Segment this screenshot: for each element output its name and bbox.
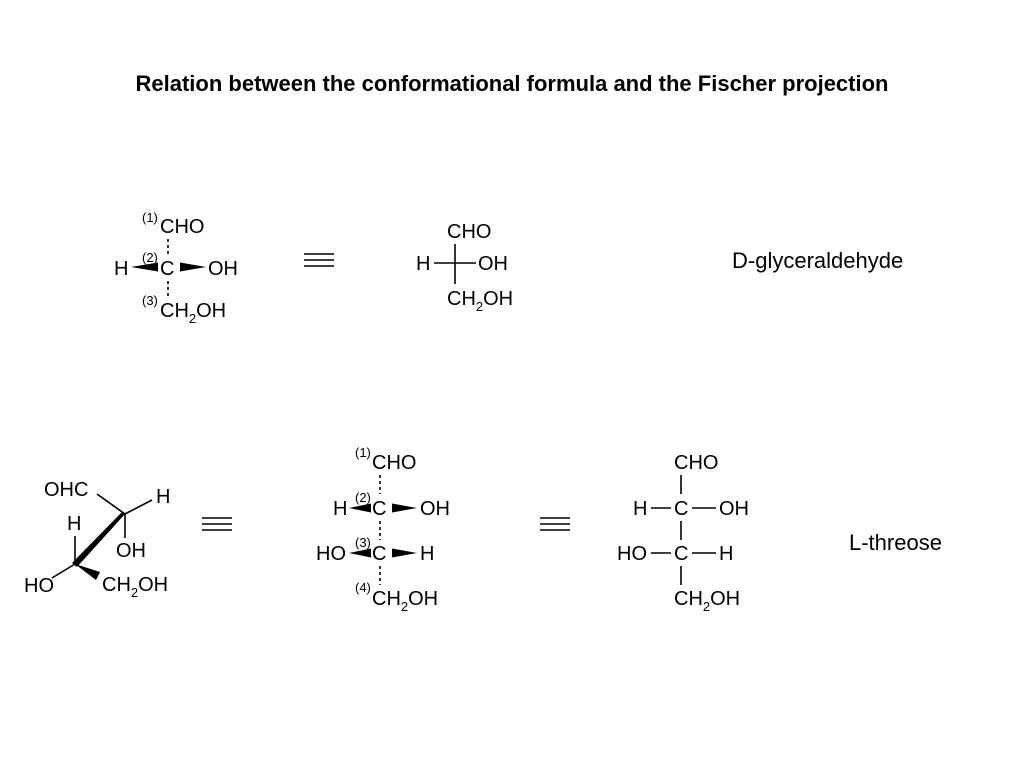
atom-c3: C — [372, 543, 386, 565]
wedge-bond-c2-c3 — [72, 512, 125, 567]
glyceraldehyde-fischer: CHO H OH CH2OH — [416, 221, 513, 314]
locant-4: (4) — [355, 580, 371, 595]
atom-c3: C — [674, 543, 688, 565]
group-oh: OH — [478, 253, 508, 275]
group-ch2oh: CH2OH — [447, 288, 513, 314]
group-cho: CHO — [372, 452, 416, 474]
page-title: Relation between the conformational form… — [135, 71, 889, 96]
locant-1: (1) — [142, 210, 158, 225]
wedge-bond-c3-h — [392, 548, 417, 558]
group-oh: OH — [116, 540, 146, 562]
threose-conformational: (1) CHO (2) H C OH (3) HO C H (4) CH2OH — [316, 445, 450, 614]
threose-fischer: CHO H C OH HO C H CH2OH — [617, 452, 749, 614]
wedge-bond-c3-ho — [349, 548, 371, 558]
atom-h-mid: H — [67, 513, 81, 535]
atom-c2: C — [372, 498, 386, 520]
locant-2: (2) — [142, 250, 158, 265]
atom-h: H — [114, 258, 128, 280]
locant-2: (2) — [355, 490, 371, 505]
atom-h-c2: H — [333, 498, 347, 520]
wedge-bond-c3-ch2oh — [75, 564, 100, 580]
bond-ohc-c2 — [96, 493, 126, 515]
group-ch2oh: CH2OH — [372, 588, 438, 614]
group-cho: CHO — [674, 452, 718, 474]
atom-h-c3: H — [719, 543, 733, 565]
group-ch2oh: CH2OH — [102, 574, 168, 600]
equivalent-sign: ≡ — [540, 517, 570, 531]
compound-name-glyceraldehyde: D-glyceraldehyde — [732, 248, 903, 273]
group-ho-c3: HO — [316, 543, 346, 565]
wedge-bond-c2-oh — [392, 503, 417, 513]
equivalent-sign: ≡ — [202, 517, 232, 531]
group-oh: OH — [208, 258, 238, 280]
wedge-bond-c2-h — [349, 503, 371, 513]
bond-c2-h — [124, 499, 153, 515]
locant-1: (1) — [355, 445, 371, 460]
group-oh-c2: OH — [420, 498, 450, 520]
group-oh-c2: OH — [719, 498, 749, 520]
atom-h: H — [416, 253, 430, 275]
group-cho: CHO — [447, 221, 491, 243]
equivalent-sign: ≡ — [304, 253, 334, 267]
atom-h-c3: H — [420, 543, 434, 565]
group-ch2oh: CH2OH — [160, 300, 226, 326]
compound-name-threose: L-threose — [849, 530, 942, 555]
atom-h-top: H — [156, 486, 170, 508]
locant-3: (3) — [355, 535, 371, 550]
locant-3: (3) — [142, 293, 158, 308]
atom-h-c2: H — [633, 498, 647, 520]
wedge-bond-left — [131, 262, 158, 272]
atom-c: C — [160, 258, 174, 280]
group-cho: CHO — [160, 216, 204, 238]
group-ch2oh: CH2OH — [674, 588, 740, 614]
atom-c2: C — [674, 498, 688, 520]
group-ho-c3: HO — [617, 543, 647, 565]
wedge-bond-right — [180, 262, 206, 272]
group-ohc: OHC — [44, 479, 88, 501]
threose-sawhorse: OHC H OH H HO CH2OH — [24, 479, 170, 600]
glyceraldehyde-conformational: (1) CHO H (2) C OH (3) CH2OH — [114, 210, 238, 326]
group-ho: HO — [24, 575, 54, 597]
bond-c3-ho — [51, 563, 76, 579]
